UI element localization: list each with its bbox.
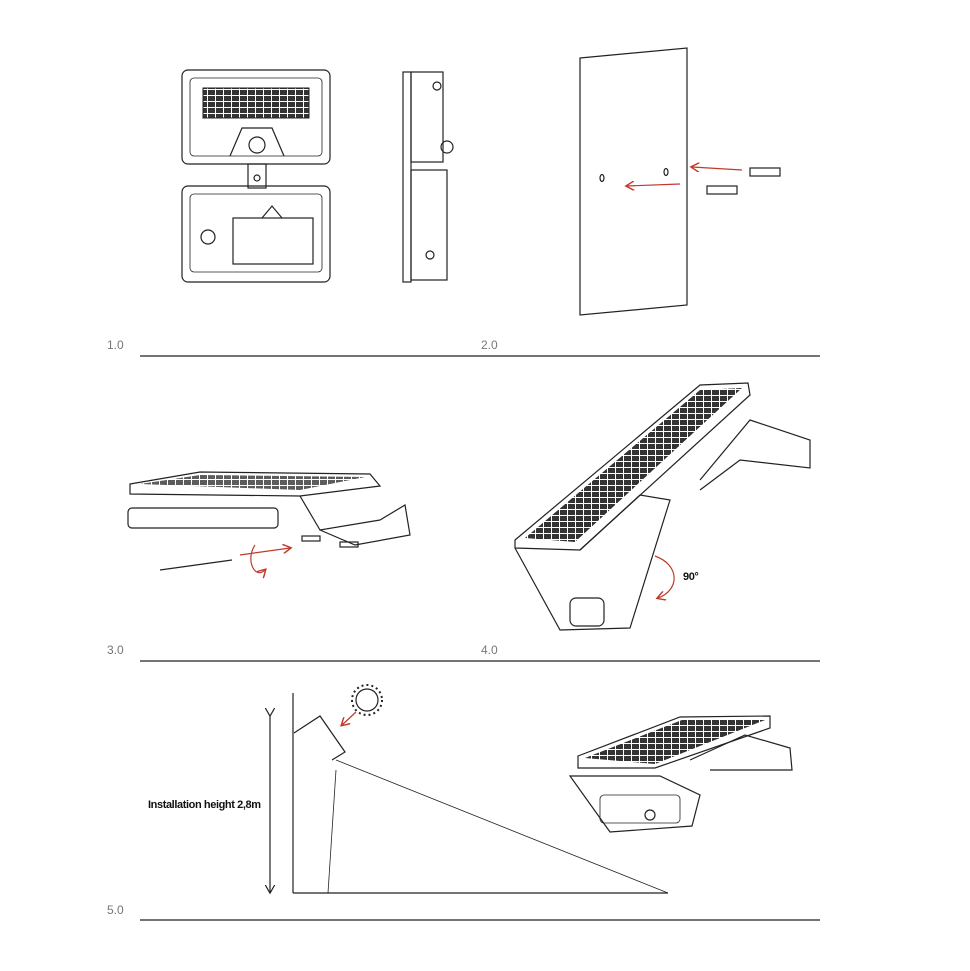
screwdriver-icon [159,559,233,571]
wall-plug-icon [749,167,781,177]
step-number: 3.0 [107,643,124,657]
front-view-light [181,69,331,283]
tighten-bracket [127,471,411,573]
wall-drilling [579,47,781,316]
installation-height-diagram: Installation height 2,8m [148,684,669,893]
side-view-light [402,71,454,283]
installation-height-label: Installation height 2,8m [148,799,261,811]
insert-arrow [692,167,743,170]
insert-arrow [627,184,681,186]
rotation-angle-label: 90° [683,571,698,583]
sun-icon [355,688,379,712]
step-number: 1.0 [107,338,124,352]
rotate-panel: 90° [514,382,811,631]
screw-icon [706,185,738,195]
step-number: 4.0 [481,643,498,657]
assembled-light [568,715,793,833]
rotate-arrow [654,555,675,598]
step-number: 5.0 [107,903,124,917]
step-number: 2.0 [481,338,498,352]
